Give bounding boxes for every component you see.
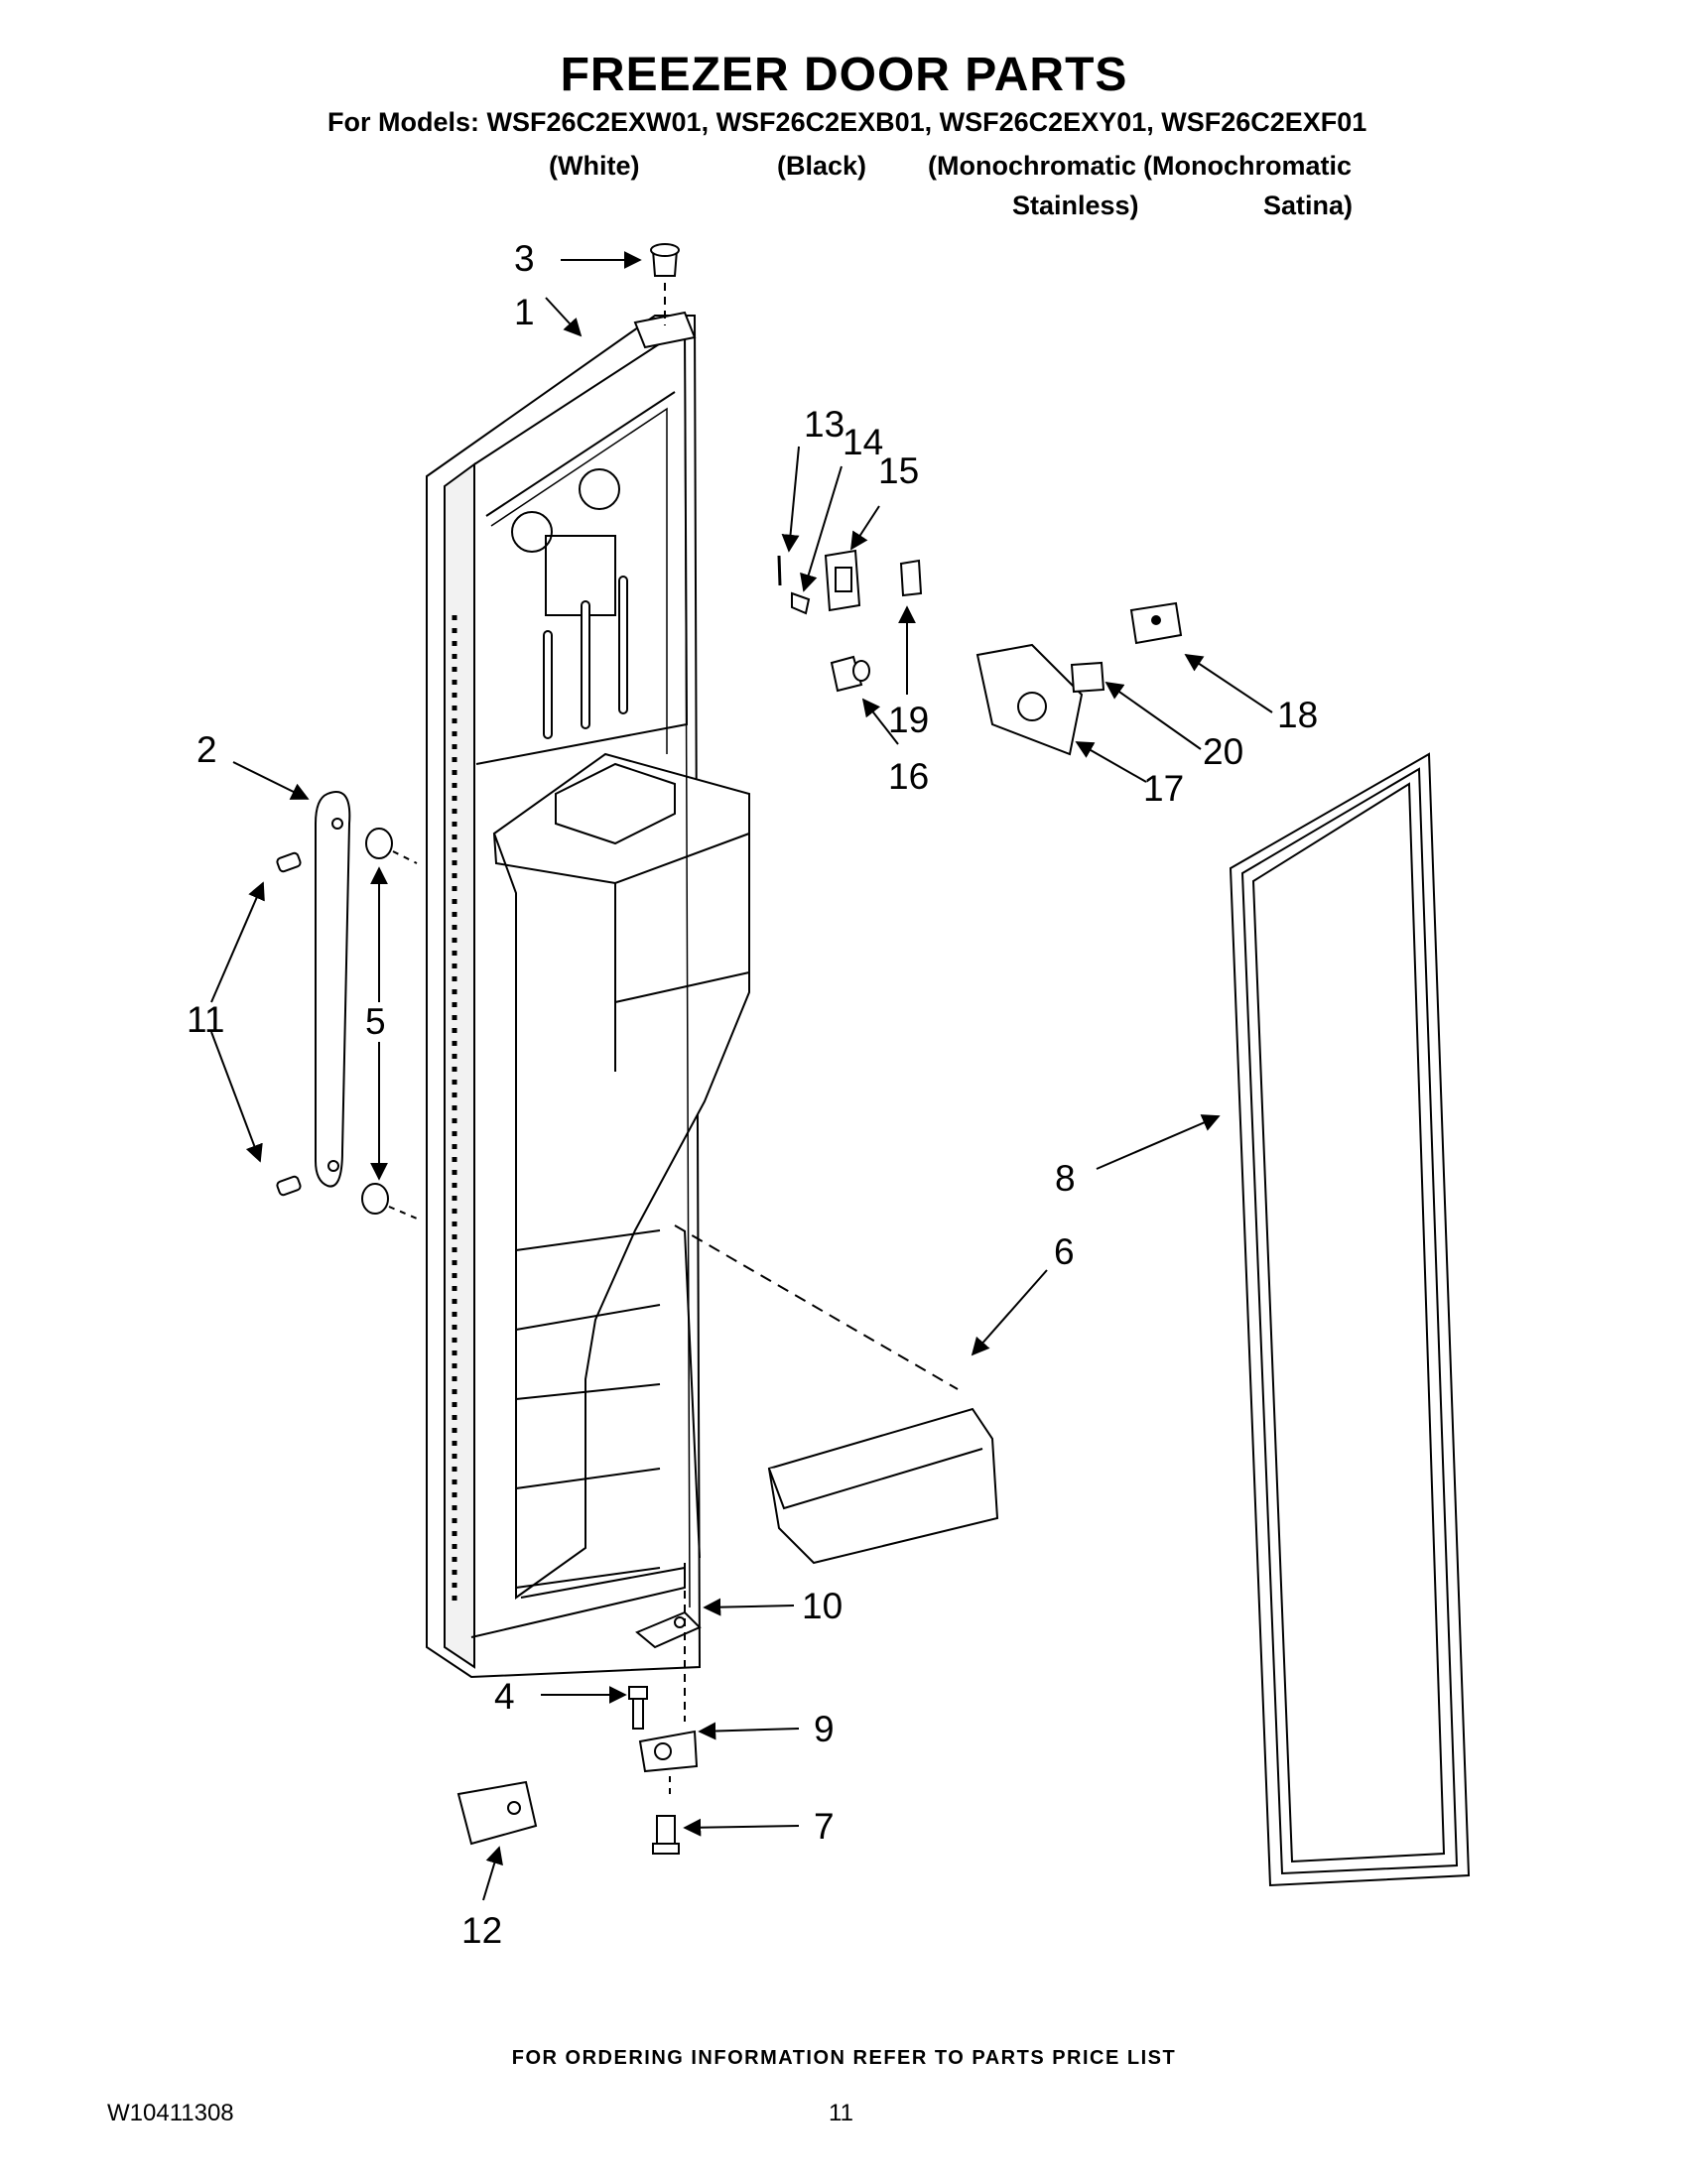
page-title: FREEZER DOOR PARTS [560,49,1128,101]
callout-8: 8 [1055,1158,1076,1199]
leader-15 [850,505,880,551]
leader-8 [1096,1114,1221,1170]
hinge-cover [456,1780,538,1846]
handle-spacer-top [365,828,418,864]
variant-mono-satina: (Monochromatic [1143,151,1353,181]
callout-6: 6 [1054,1231,1075,1272]
dispenser-control-housing [975,643,1105,756]
handle-spacer-bottom [361,1183,418,1220]
leader-10 [703,1598,795,1616]
callout-13: 13 [804,404,844,445]
leader-18 [1184,654,1273,713]
callout-9: 9 [814,1709,835,1749]
handle-screw-top [276,851,302,873]
freezer-door-panel [426,311,750,1679]
variant-satina: Satina) [1263,191,1354,220]
callout-19: 19 [888,700,929,740]
callout-3: 3 [514,238,535,279]
page-number: 11 [829,2100,853,2126]
leader-14 [800,465,843,592]
hinge-bolt [628,1686,648,1730]
leader-13 [781,446,800,553]
models-line: For Models: WSF26C2EXW01, WSF26C2EXB01, … [327,107,1367,137]
callout-20: 20 [1203,731,1243,772]
door-handle [315,791,351,1188]
callout-18: 18 [1277,695,1318,735]
leader-9 [698,1722,800,1740]
leader-2 [232,761,310,800]
variant-white: (White) [549,151,640,181]
leader-6 [971,1269,1048,1356]
dispenser-control-board [1129,601,1183,645]
callout-15: 15 [878,450,919,491]
leader-20 [1104,681,1202,750]
variant-black: (Black) [777,151,867,181]
callout-2: 2 [196,729,217,770]
leader-7 [683,1818,800,1837]
callout-14: 14 [843,422,883,462]
leader-17 [1075,741,1147,783]
callout-7: 7 [814,1806,835,1847]
document-number: W10411308 [107,2100,234,2126]
leader-12 [482,1846,503,1901]
callout-10: 10 [802,1586,843,1626]
hinge-cap-part [650,243,680,325]
hinge-bracket [638,1730,699,1796]
leader-11-bottom [210,1031,263,1163]
callout-1: 1 [514,292,535,332]
callout-16: 16 [888,756,929,797]
variant-stainless: Stainless) [1012,191,1139,220]
variant-mono-stainless: (Monochromatic [928,151,1137,181]
hinge-screw [652,1815,680,1855]
leader-1 [545,297,583,337]
door-bin [674,1224,999,1565]
ordering-note: FOR ORDERING INFORMATION REFER TO PARTS … [511,2047,1177,2069]
callout-17: 17 [1143,768,1184,809]
callout-5: 5 [365,1001,386,1042]
leader-16 [861,698,899,745]
callout-11: 11 [187,999,224,1040]
dispenser-switch-parts [777,549,923,693]
callout-12: 12 [461,1910,502,1951]
callout-4: 4 [494,1676,515,1717]
door-gasket [1229,752,1471,1887]
leader-11-top [210,881,265,1003]
hinge-plate [635,1563,702,1722]
handle-screw-bottom [276,1175,302,1197]
